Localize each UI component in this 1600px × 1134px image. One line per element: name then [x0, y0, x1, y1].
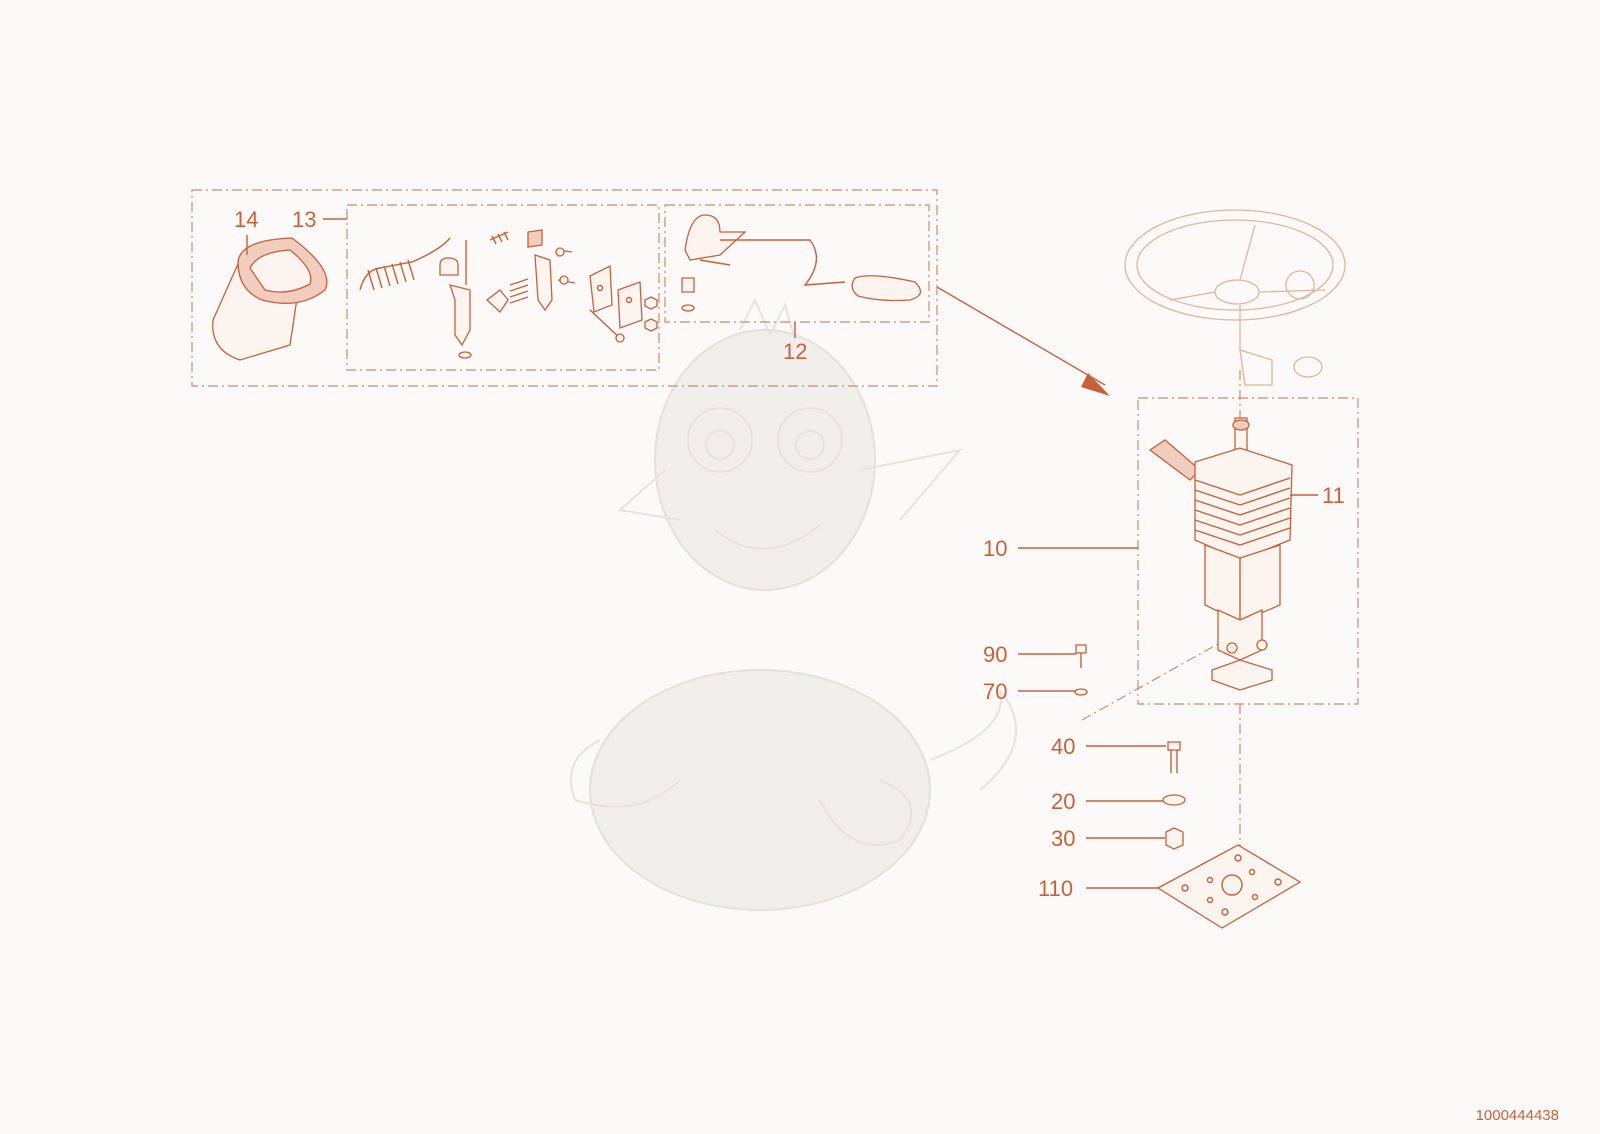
- steering-wheel-context: [1124, 209, 1346, 386]
- callout-14: 14: [234, 207, 258, 232]
- bolt-40-part: [1167, 741, 1181, 773]
- assembly-group-box: [1137, 397, 1359, 705]
- callout-20: 20: [1051, 789, 1075, 814]
- callout-30: 30: [1051, 826, 1075, 851]
- leader-lines: [246, 218, 1318, 889]
- nut-30-part: [1165, 827, 1184, 850]
- callout-13: 13: [292, 207, 316, 232]
- mounting-plate-part: [1156, 844, 1302, 929]
- washer-70-part: [1074, 688, 1088, 696]
- callout-110: 110: [1038, 876, 1073, 901]
- bolt-centerline: [1081, 639, 1226, 721]
- lever-handle-part: [681, 214, 922, 312]
- pilot-valve-assembly: [1148, 417, 1293, 691]
- washer-20-part: [1162, 794, 1186, 806]
- callout-70: 70: [983, 679, 1007, 704]
- callout-10: 10: [983, 536, 1007, 561]
- mechanism-kit-parts: [359, 229, 658, 359]
- callout-40: 40: [1051, 734, 1075, 759]
- kit-group-box: [191, 189, 938, 387]
- callout-90: 90: [983, 642, 1007, 667]
- assembly-direction-arrow: [936, 286, 1110, 396]
- boot-cover-part: [212, 237, 328, 361]
- callout-12: 12: [783, 339, 807, 364]
- screw-90-part: [1075, 644, 1087, 668]
- callout-11: 11: [1322, 483, 1345, 508]
- document-number: 1000444438: [1476, 1107, 1559, 1124]
- watermark-dragon-illustration: [570, 297, 1017, 911]
